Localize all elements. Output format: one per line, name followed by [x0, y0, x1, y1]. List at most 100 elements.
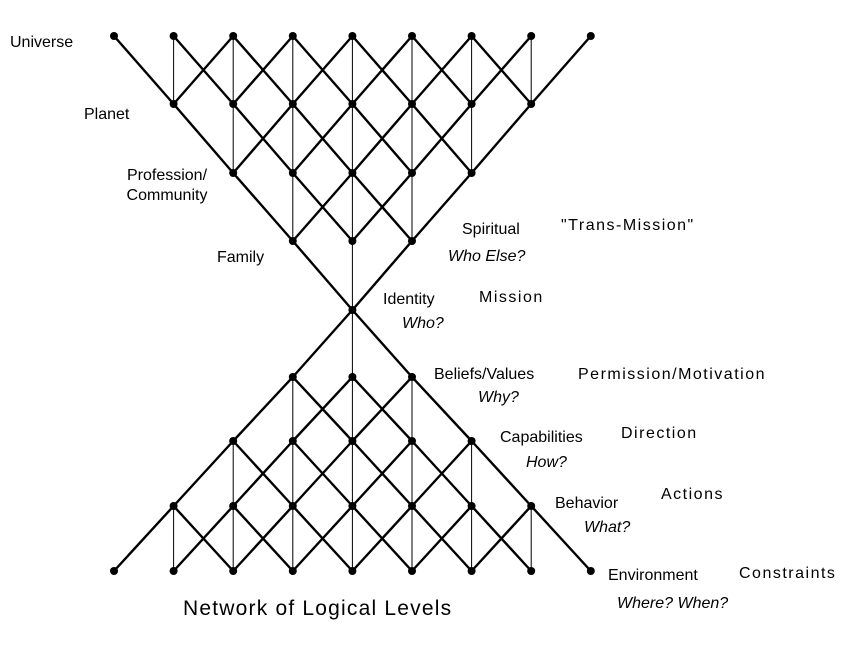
lattice-node: [348, 169, 357, 177]
level-environment-label: Environment: [608, 567, 698, 584]
lattice-node: [408, 169, 416, 177]
level-environment-question: Where? When?: [617, 595, 729, 612]
lattice-node: [229, 32, 238, 40]
lattice-node: [348, 373, 357, 381]
lattice-link-24: [231, 102, 294, 175]
lattice-link-63: [231, 439, 294, 508]
level-behavior-question: What?: [584, 519, 631, 536]
lattice-link-33: [410, 102, 473, 175]
lattice-link-66: [291, 439, 354, 508]
lattice-node: [288, 100, 297, 108]
level-behavior-label: Behavior: [555, 495, 619, 512]
lattice-link-48: [291, 308, 354, 379]
lattice-link-20: [530, 34, 592, 106]
lattice-node: [467, 437, 476, 445]
lattice-node: [288, 169, 297, 177]
lattice-node: [467, 502, 476, 510]
lattice-link-9: [291, 34, 354, 106]
lattice-node: [586, 32, 595, 40]
lattice-node: [288, 237, 297, 245]
lattice-link-75: [112, 504, 175, 573]
lattice-node: [229, 437, 238, 445]
level-capabilities-label: Capabilities: [500, 429, 583, 446]
level-universe-label: Universe: [10, 34, 74, 51]
lattice-node: [110, 567, 118, 575]
lattice-link-47: [351, 239, 414, 312]
lattice-node: [527, 100, 536, 108]
level-identity-focus: Mission: [479, 289, 544, 306]
lattice-node: [348, 237, 357, 245]
lattice-node: [527, 32, 536, 40]
level-profession-line1: Profession/: [126, 167, 208, 184]
lattice-node: [408, 502, 416, 510]
lattice-node: [169, 502, 178, 510]
lattice-node: [348, 100, 357, 108]
lattice-node: [408, 237, 416, 245]
level-beliefs-focus: Permission/Motivation: [578, 366, 766, 383]
lattice-node: [348, 502, 357, 510]
level-beliefs-question: Why?: [478, 389, 519, 406]
lattice-node: [169, 567, 178, 575]
lattice-node: [408, 437, 416, 445]
lattice-node: [229, 169, 238, 177]
level-identity-question: Who?: [402, 315, 444, 332]
lattice-link-30: [351, 102, 414, 175]
lattice-node: [288, 373, 297, 381]
lattice-link-0: [112, 34, 175, 106]
lattice-link-27: [291, 102, 354, 175]
lattice-link-6: [231, 34, 294, 106]
lattice-node: [288, 567, 297, 575]
lattice-link-15: [410, 34, 473, 106]
lattice-node: [229, 567, 238, 575]
level-capabilities-question: How?: [526, 454, 567, 471]
lattice-link-50: [351, 308, 414, 379]
level-spiritual-label: Spiritual: [462, 221, 520, 238]
lattice-link-3: [172, 34, 235, 106]
lattice-node: [467, 567, 476, 575]
lattice-node: [408, 100, 416, 108]
lattice-link-12: [351, 34, 414, 106]
lattice-node: [348, 437, 357, 445]
lattice-node: [348, 567, 357, 575]
lattice-link-44: [410, 171, 473, 243]
lattice-link-78: [172, 504, 235, 573]
lattice-link-84: [291, 504, 354, 573]
lattice-link-57: [351, 375, 414, 443]
lattice-link-59: [410, 375, 473, 443]
lattice-link-39: [291, 171, 354, 243]
lattice-node: [527, 567, 536, 575]
level-capabilities-focus: Direction: [621, 425, 698, 442]
lattice-node: [467, 169, 476, 177]
diagram-title: Network of Logical Levels: [183, 597, 453, 620]
level-spiritual-focus: "Trans-Mission": [561, 217, 695, 234]
lattice-link-42: [351, 171, 414, 243]
lattice-node: [110, 32, 118, 40]
lattice-link-90: [410, 504, 473, 573]
lattice-node: [348, 32, 357, 40]
lattice-node: [586, 567, 595, 575]
lattice-node: [467, 32, 476, 40]
lattice-node: [288, 32, 297, 40]
lattice-node: [348, 306, 357, 314]
lattice-node: [527, 502, 536, 510]
lattice-node: [467, 100, 476, 108]
lattice-link-81: [231, 504, 294, 573]
level-family-label: Family: [217, 249, 265, 266]
lattice-link-35: [470, 102, 533, 175]
level-spiritual-question: Who Else?: [448, 248, 526, 265]
lattice-link-72: [410, 439, 473, 508]
lattice-node: [169, 32, 178, 40]
lattice-link-60: [172, 439, 235, 508]
lattice-link-21: [172, 102, 235, 175]
lattice-link-87: [351, 504, 414, 573]
lattice-node: [229, 502, 238, 510]
level-profession-line2: Community: [126, 187, 208, 204]
lattice-node: [408, 373, 416, 381]
lattice-node: [169, 100, 178, 108]
lattice-node: [288, 502, 297, 510]
lattice-link-69: [351, 439, 414, 508]
lattice-node: [288, 437, 297, 445]
level-behavior-focus: Actions: [661, 486, 724, 503]
